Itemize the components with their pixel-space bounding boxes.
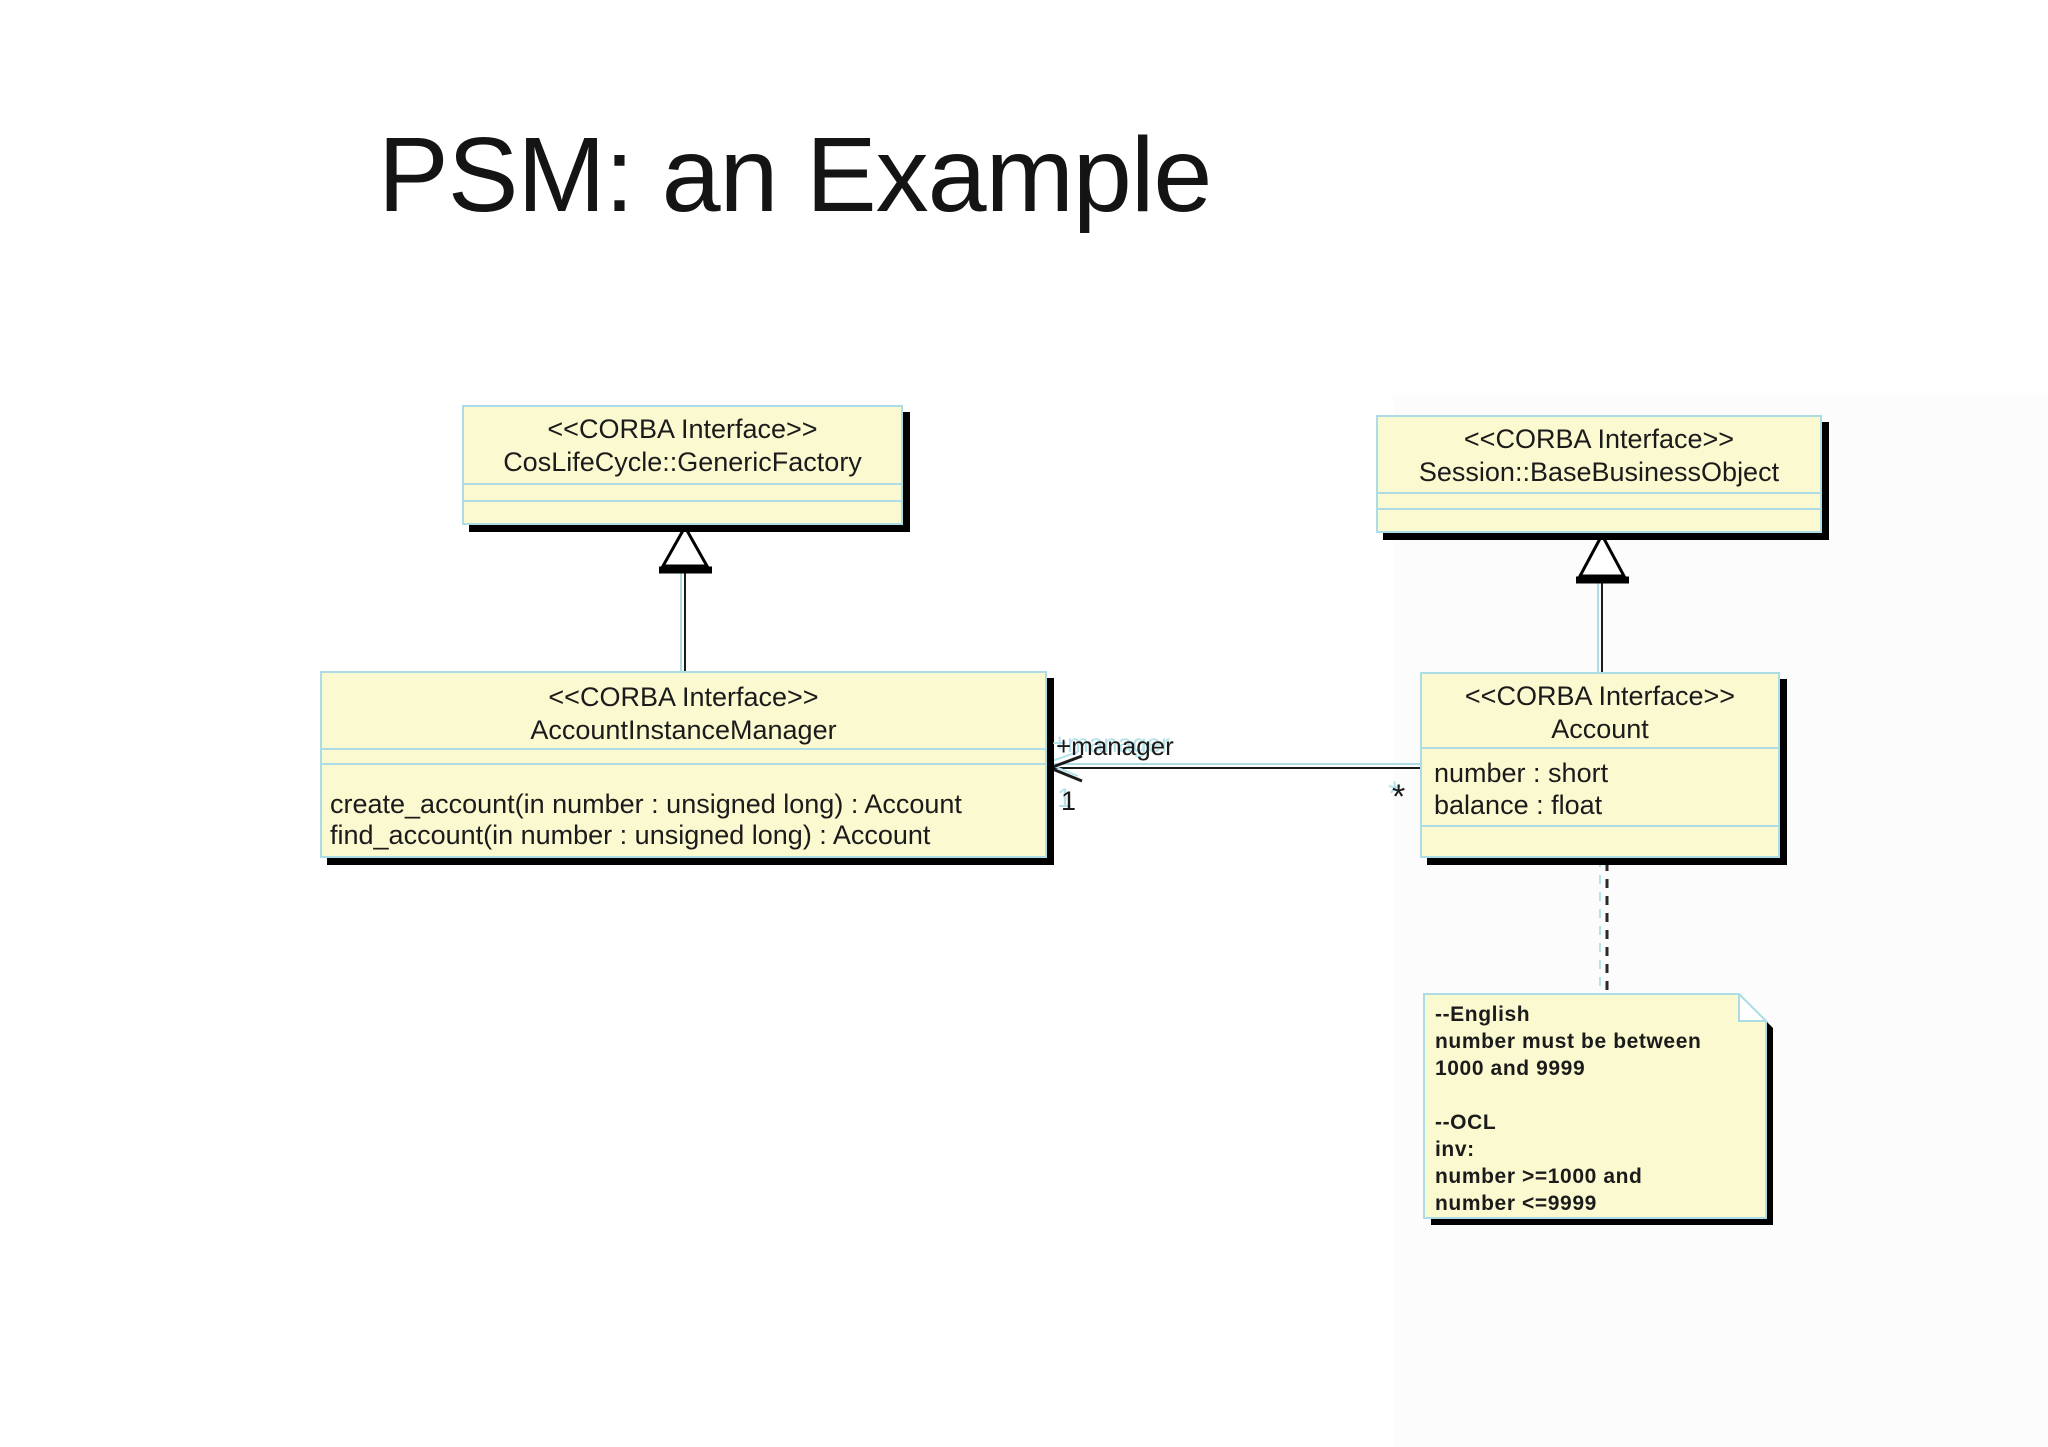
class-name: Session::BaseBusinessObject — [1418, 457, 1780, 487]
note-line: --English — [1435, 1003, 1531, 1026]
attributes-compartment-empty — [1378, 492, 1820, 508]
operations-compartment-empty — [1378, 508, 1820, 531]
note-line: --OCL — [1435, 1111, 1497, 1134]
slide-title: PSM: an Example — [378, 116, 1212, 234]
note-text: --English number must be between 1000 an… — [1435, 1001, 1755, 1217]
operations-compartment: create_account(in number : unsigned long… — [322, 763, 1045, 856]
class-account: <<CORBA Interface>> Account number : sho… — [1420, 672, 1780, 858]
note-shape — [1423, 993, 1773, 1225]
stereotype-label: <<CORBA Interface>> — [1463, 424, 1735, 454]
class-name: CosLifeCycle::GenericFactory — [503, 447, 862, 477]
attributes-compartment: number : short balance : float — [1422, 747, 1778, 825]
class-title-compartment: <<CORBA Interface>> AccountInstanceManag… — [322, 673, 1045, 748]
note-line: number must be between — [1435, 1030, 1702, 1053]
operation-create-account: create_account(in number : unsigned long… — [330, 789, 962, 819]
class-account-instance-manager: <<CORBA Interface>> AccountInstanceManag… — [320, 671, 1047, 858]
operation-find-account: find_account(in number : unsigned long) … — [330, 820, 931, 850]
multiplicity-manager-end: 1 — [1061, 786, 1077, 816]
class-title-compartment: <<CORBA Interface>> Session::BaseBusines… — [1378, 417, 1820, 492]
attributes-compartment-empty — [464, 483, 901, 500]
association-role-label: +manager — [1056, 731, 1174, 761]
operations-compartment-empty — [1422, 825, 1778, 856]
class-title-compartment: <<CORBA Interface>> CosLifeCycle::Generi… — [464, 407, 901, 483]
multiplicity-account-end: * — [1392, 778, 1406, 816]
stereotype-label: <<CORBA Interface>> — [547, 414, 818, 444]
operations-compartment-empty — [464, 500, 901, 523]
note-line — [1435, 1082, 1755, 1109]
class-name: AccountInstanceManager — [530, 715, 837, 745]
note-line: inv: — [1435, 1138, 1475, 1161]
association-manager-line — [1045, 751, 1420, 783]
class-name: Account — [1551, 714, 1649, 744]
note-body — [1423, 993, 1767, 1219]
diagram-canvas-region — [1393, 395, 2048, 1447]
dependency-note-line — [1599, 858, 1609, 992]
note-line: number >=1000 and — [1435, 1165, 1643, 1188]
generalization-arrow-left — [659, 523, 712, 671]
stereotype-label: <<CORBA Interface>> — [1464, 681, 1736, 711]
class-title-compartment: <<CORBA Interface>> Account — [1422, 674, 1778, 747]
class-cos-lifecycle-generic-factory: <<CORBA Interface>> CosLifeCycle::Generi… — [462, 405, 903, 525]
note-fold-corner — [1738, 993, 1769, 1022]
constraint-note: --English number must be between 1000 an… — [1423, 993, 1775, 1227]
attribute-balance: balance : float — [1434, 790, 1603, 820]
note-line: 1000 and 9999 — [1435, 1057, 1586, 1080]
note-line: number <=9999 — [1435, 1192, 1597, 1215]
generalization-arrow-right — [1576, 531, 1629, 672]
attributes-compartment-empty — [322, 748, 1045, 763]
attribute-number: number : short — [1434, 758, 1609, 788]
class-session-base-business-object: <<CORBA Interface>> Session::BaseBusines… — [1376, 415, 1822, 533]
stereotype-label: <<CORBA Interface>> — [548, 682, 819, 712]
